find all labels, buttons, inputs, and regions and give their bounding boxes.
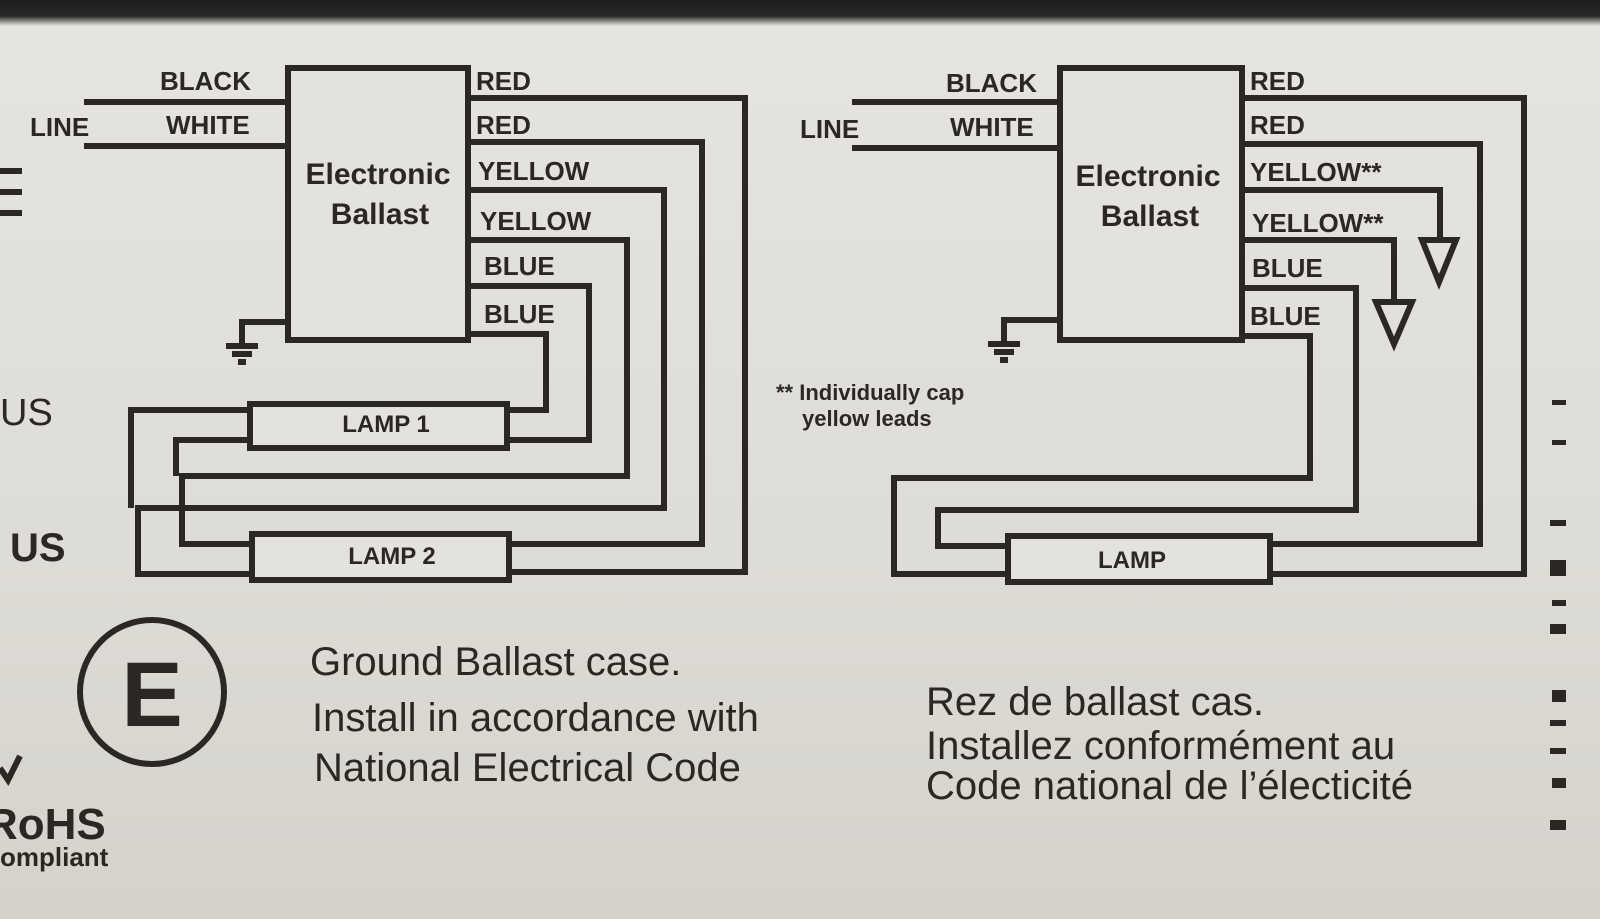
left-lamp-1-label: LAMP 1 (342, 411, 430, 438)
left-wire-label-blue-2: BLUE (484, 299, 555, 329)
right-blue-wire-2 (891, 333, 1313, 577)
right-ground-symbol (988, 317, 1062, 363)
left-red-wire-1 (468, 95, 748, 575)
footnote-line-1: ** Individually cap (776, 380, 964, 405)
left-blue-wire-2 (468, 331, 549, 413)
right-wire-label-red-2: RED (1250, 110, 1305, 140)
right-line-label: LINE (800, 114, 859, 144)
left-lamp1-jumper-1 (128, 407, 250, 508)
footnote-line-2: yellow leads (802, 406, 932, 431)
right-wiring-diagram: BLACK WHITE LINE Electronic Ballast RED … (800, 65, 1527, 585)
right-red-wire-2 (1242, 141, 1483, 547)
right-red-wire-1 (1242, 95, 1527, 577)
left-yellow-wire-1 (135, 187, 667, 577)
rohs-compliant-text: ompliant (0, 842, 109, 872)
right-white-label: WHITE (950, 112, 1034, 142)
right-wire-label-blue-1: BLUE (1252, 253, 1323, 283)
right-ballast-title-2: Ballast (1101, 200, 1199, 233)
right-wire-cap-2 (1371, 299, 1417, 352)
note-nec: National Electrical Code (314, 746, 741, 790)
right-wire-label-yellow-1: YELLOW** (1250, 157, 1382, 187)
left-red-wire-2 (468, 139, 705, 547)
left-line-label: LINE (30, 112, 89, 142)
left-lamp-2-label: LAMP 2 (348, 543, 436, 570)
barcode-fragment (1550, 400, 1566, 830)
right-wire-label-red-1: RED (1250, 66, 1305, 96)
left-lamp-1 (247, 401, 510, 451)
note-install: Install in accordance with (312, 696, 759, 740)
left-blue-wire-1 (468, 283, 592, 443)
left-lamp-2 (249, 531, 512, 583)
left-ballast-title-1: Electronic (305, 158, 450, 191)
left-yellow-wire-2 (179, 237, 630, 547)
left-ballast-box (285, 65, 471, 343)
note-fr-code: Code national de l’électicité (926, 764, 1413, 808)
right-wire-label-blue-2: BLUE (1250, 301, 1321, 331)
right-yellow-wire-2 (1242, 237, 1397, 302)
left-ballast-title-2: Ballast (331, 198, 429, 231)
left-wiring-diagram: BLACK WHITE LINE Electronic Ballast RED … (30, 65, 748, 583)
left-ground-symbol (226, 319, 292, 365)
left-wire-label-blue-1: BLUE (484, 251, 555, 281)
cert-e-mark: E (77, 617, 227, 767)
right-ballast-box (1057, 65, 1245, 343)
left-wire-label-red-1: RED (476, 66, 531, 96)
left-wire-label-red-2: RED (476, 110, 531, 140)
right-ballast-title-1: Electronic (1075, 160, 1220, 193)
note-ground-ballast: Ground Ballast case. (310, 640, 682, 684)
right-black-label: BLACK (946, 68, 1037, 98)
rohs-text: RoHS (0, 800, 106, 849)
left-white-label: WHITE (166, 110, 250, 140)
right-yellow-wire-1 (1242, 187, 1443, 240)
right-wire-label-yellow-2: YELLOW** (1252, 208, 1384, 238)
left-black-label: BLACK (160, 66, 251, 96)
edge-fragment-us-1: US (0, 392, 53, 434)
cutoff-glyph (0, 168, 22, 216)
note-fr-installez: Installez conformément au (926, 724, 1396, 768)
left-wire-label-yellow-1: YELLOW (478, 156, 590, 186)
left-lamp1-jumper-2 (173, 437, 250, 476)
rohs-check-icon (0, 754, 23, 786)
note-fr-rez: Rez de ballast cas. (926, 680, 1264, 724)
right-lamp (1005, 533, 1273, 585)
cert-e-letter: E (121, 644, 182, 746)
right-wire-cap-1 (1417, 237, 1461, 290)
left-wire-label-yellow-2: YELLOW (480, 206, 592, 236)
right-blue-wire-1 (935, 285, 1359, 549)
right-lamp-label: LAMP (1098, 547, 1166, 574)
edge-fragment-us-2: US (10, 526, 66, 570)
